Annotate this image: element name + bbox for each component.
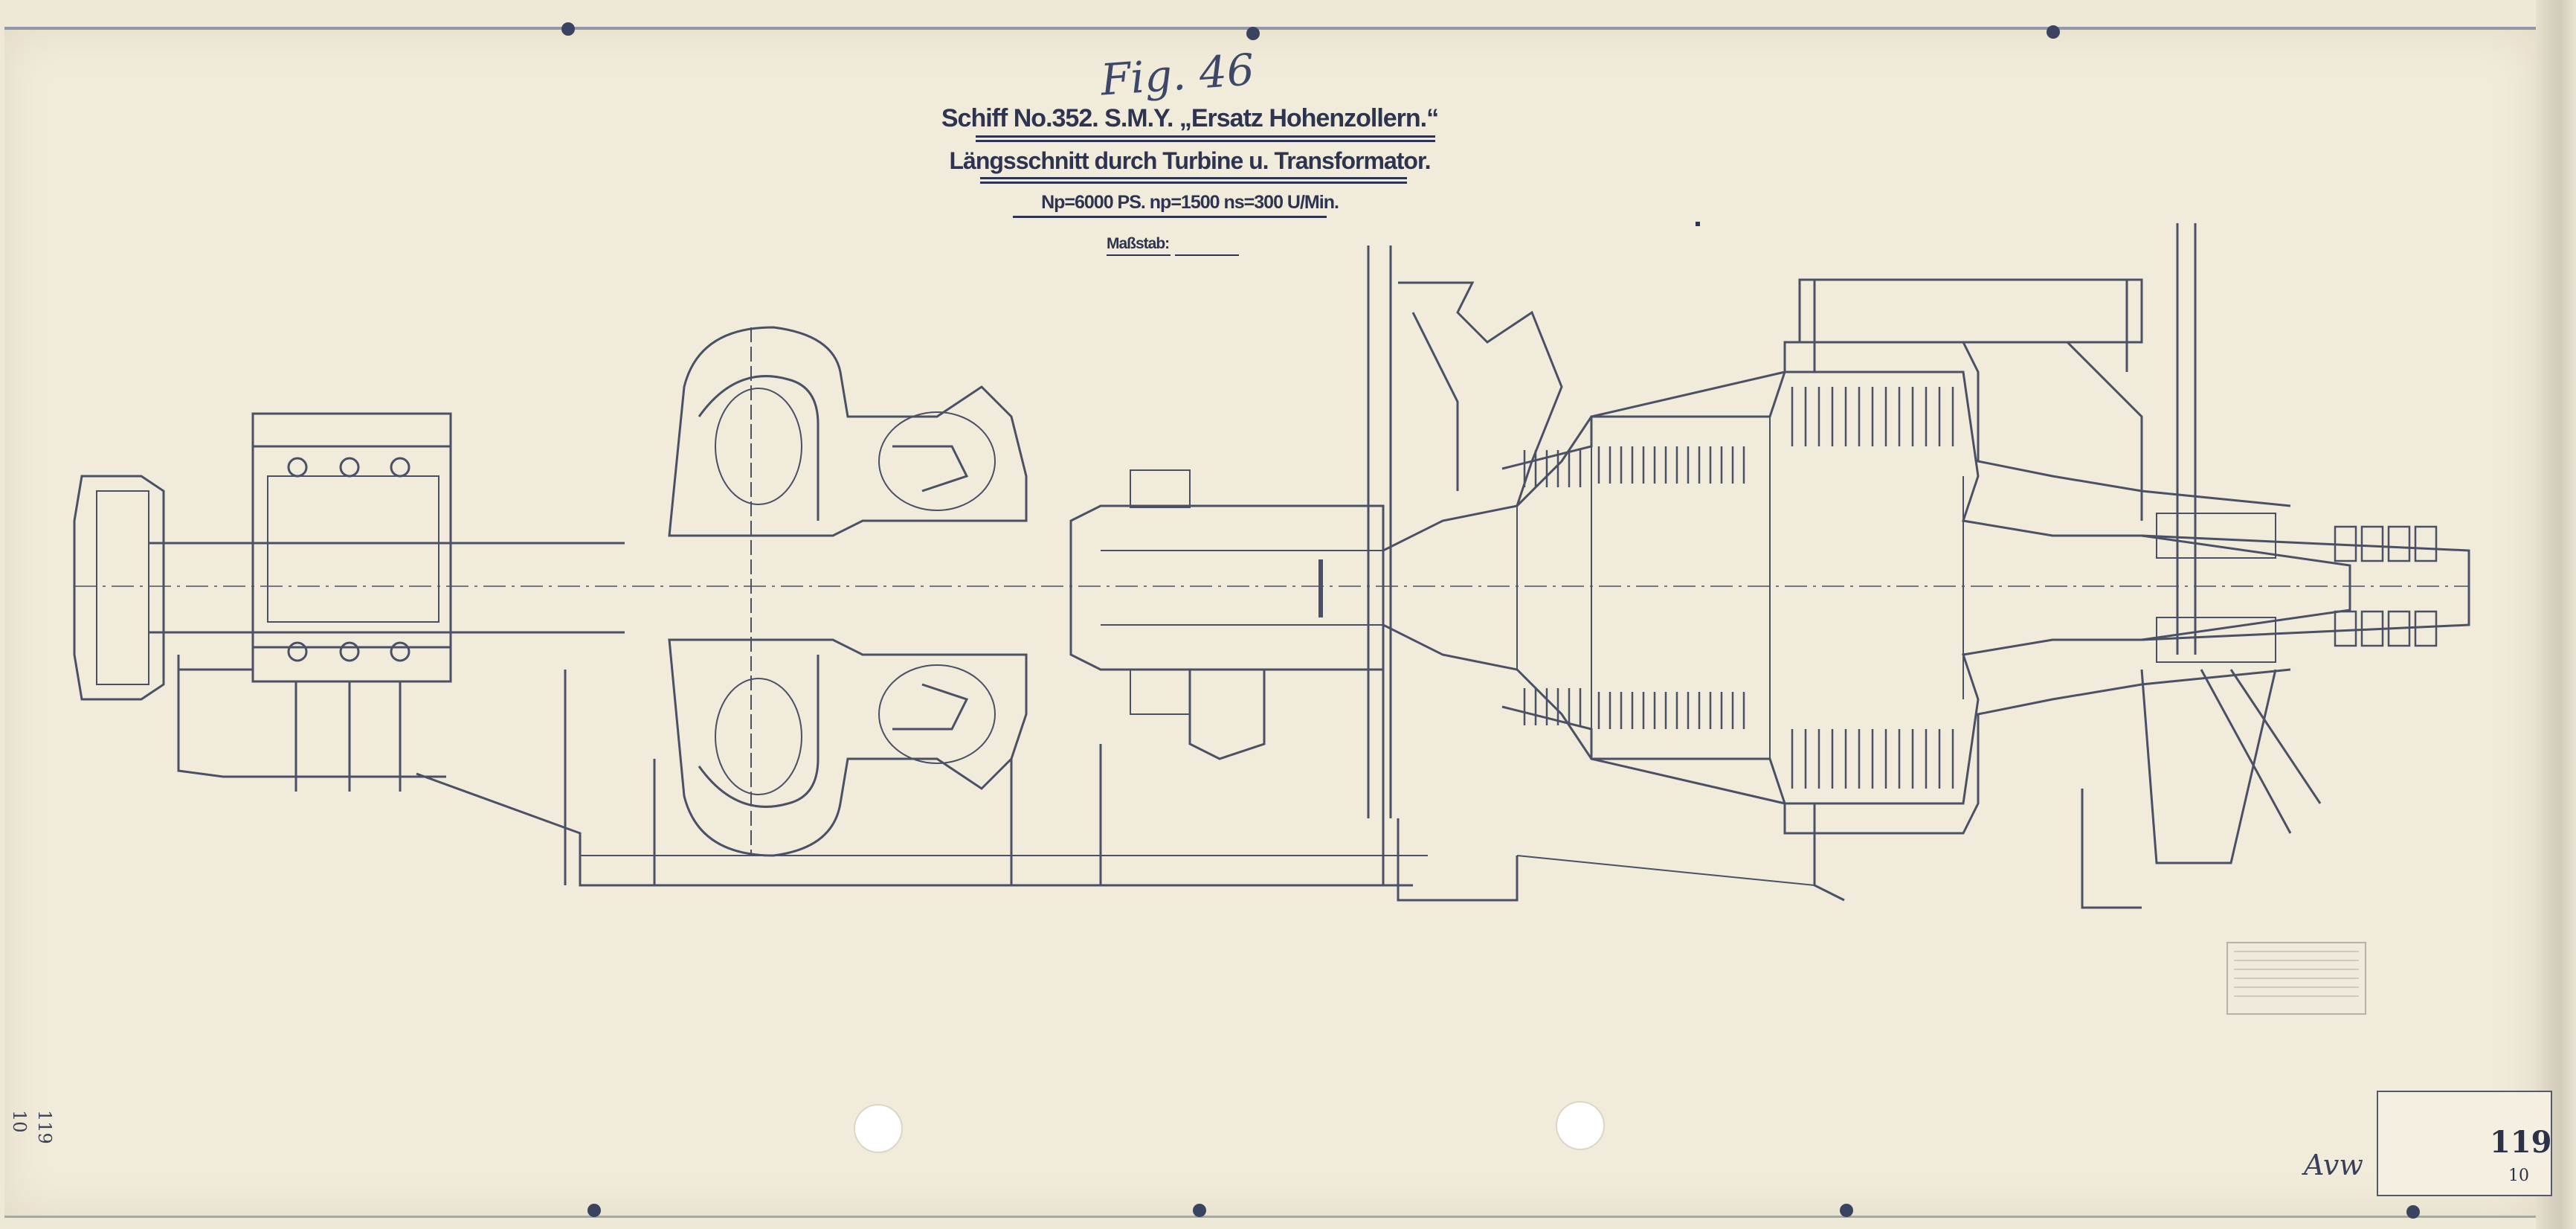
underline (980, 177, 1407, 179)
margin-number: 10 (9, 1110, 30, 1133)
intermediate-shaft-housing (1069, 504, 1385, 671)
pin-icon (587, 1204, 601, 1217)
pin-icon (1840, 1204, 1853, 1217)
signature: Avw (2304, 1149, 2363, 1181)
underline (976, 140, 1435, 142)
blade-row-upper-1 (1523, 446, 1745, 487)
pin-icon (1246, 27, 1260, 40)
blade-row-lower-1 (1523, 688, 1745, 729)
title-block (2377, 1091, 2552, 1196)
pin-icon (2047, 25, 2060, 39)
pin-icon (1193, 1204, 1206, 1217)
ink-dot (1696, 222, 1700, 226)
underline (1107, 254, 1171, 256)
title-ship: Schiff No.352. S.M.Y. „Ersatz Hohenzolle… (941, 104, 1439, 132)
turbine-rotor (1382, 370, 2351, 805)
underline (1013, 216, 1327, 218)
margin-number: 119 (34, 1110, 55, 1144)
pin-icon (2406, 1205, 2420, 1219)
scale-label: Maßstab: (1107, 235, 1170, 252)
rolled-edge (2536, 0, 2576, 1229)
bearing-block (251, 412, 452, 683)
scale-blank (1175, 254, 1239, 256)
exhaust-hood (1798, 278, 2143, 344)
turbine-inlet (1398, 281, 1563, 507)
underline (980, 182, 1407, 184)
blade-row-upper-2 (1791, 387, 1954, 446)
title-specs: Np=6000 PS. np=1500 ns=300 U/Min. (1041, 192, 1339, 213)
transformer-housing-lower (668, 638, 1028, 857)
sheet-number: 119 (2490, 1125, 2552, 1160)
sheet-sub-number: 10 (2508, 1167, 2529, 1185)
pin-icon (561, 22, 575, 36)
transformer-housing-upper (668, 326, 1028, 537)
punch-hole (1556, 1101, 1605, 1150)
blade-row-lower-2 (1791, 729, 1954, 789)
punch-hole (854, 1104, 903, 1153)
underline (976, 135, 1435, 138)
faint-stamp (2226, 942, 2366, 1015)
title-section: Längsschnitt durch Turbine u. Transforma… (949, 147, 1431, 174)
coupling-flange (73, 475, 165, 701)
turbine-casing-lower (1501, 668, 2291, 835)
